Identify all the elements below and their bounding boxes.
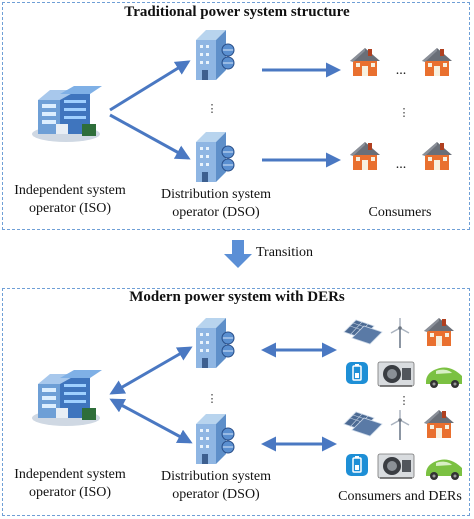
modern-system-panel — [2, 288, 470, 516]
house-icon — [422, 48, 452, 76]
vertical-ellipsis: ⋮ — [207, 103, 218, 115]
wind-turbine-icon — [390, 317, 410, 349]
iso-building-icon — [32, 86, 102, 142]
dso-label: Distribution system operator (DSO) — [160, 469, 272, 502]
iso-to-dso-arrow — [109, 113, 191, 160]
house-icon — [424, 318, 454, 346]
house-icon — [350, 142, 380, 170]
traditional-title: Traditional power system structure — [124, 4, 350, 20]
battery-icon — [345, 361, 369, 385]
modern-title: Modern power system with DERs — [129, 289, 345, 305]
dso-label: Distribution system operator (DSO) — [160, 187, 272, 220]
house-icon — [424, 410, 454, 438]
electric-vehicle-icon — [426, 367, 462, 388]
battery-icon — [345, 453, 369, 477]
solar-panel-icon — [343, 411, 383, 437]
iso-label: Independent system operator (ISO) — [14, 467, 126, 500]
house-icon — [422, 142, 452, 170]
iso-to-dso-arrow — [109, 60, 191, 112]
traditional-system-panel — [2, 2, 470, 230]
iso-dso-bidirectional-arrow — [109, 346, 193, 395]
vertical-ellipsis: ⋮ — [399, 107, 410, 119]
generator-icon — [377, 453, 415, 479]
dso-server-icon — [195, 413, 235, 465]
consumers-and-ders-label: Consumers and DERs — [338, 489, 462, 504]
electric-vehicle-icon — [426, 459, 462, 480]
dso-server-icon — [195, 29, 235, 81]
dso-server-icon — [195, 317, 235, 369]
vertical-ellipsis: ⋮ — [207, 393, 218, 405]
iso-building-icon — [32, 370, 102, 426]
horizontal-ellipsis: ... — [395, 63, 407, 78]
house-icon — [350, 48, 380, 76]
generator-icon — [377, 361, 415, 387]
transition-arrow-icon — [224, 240, 252, 268]
solar-panel-icon — [343, 319, 383, 345]
iso-dso-bidirectional-arrow — [109, 398, 193, 444]
dso-server-icon — [195, 131, 235, 183]
transition-label: Transition — [256, 245, 314, 260]
consumers-label: Consumers — [368, 205, 432, 220]
vertical-ellipsis: ⋮ — [399, 395, 410, 407]
iso-label: Independent system operator (ISO) — [14, 183, 126, 216]
wind-turbine-icon — [390, 409, 410, 441]
horizontal-ellipsis: ... — [395, 157, 407, 172]
